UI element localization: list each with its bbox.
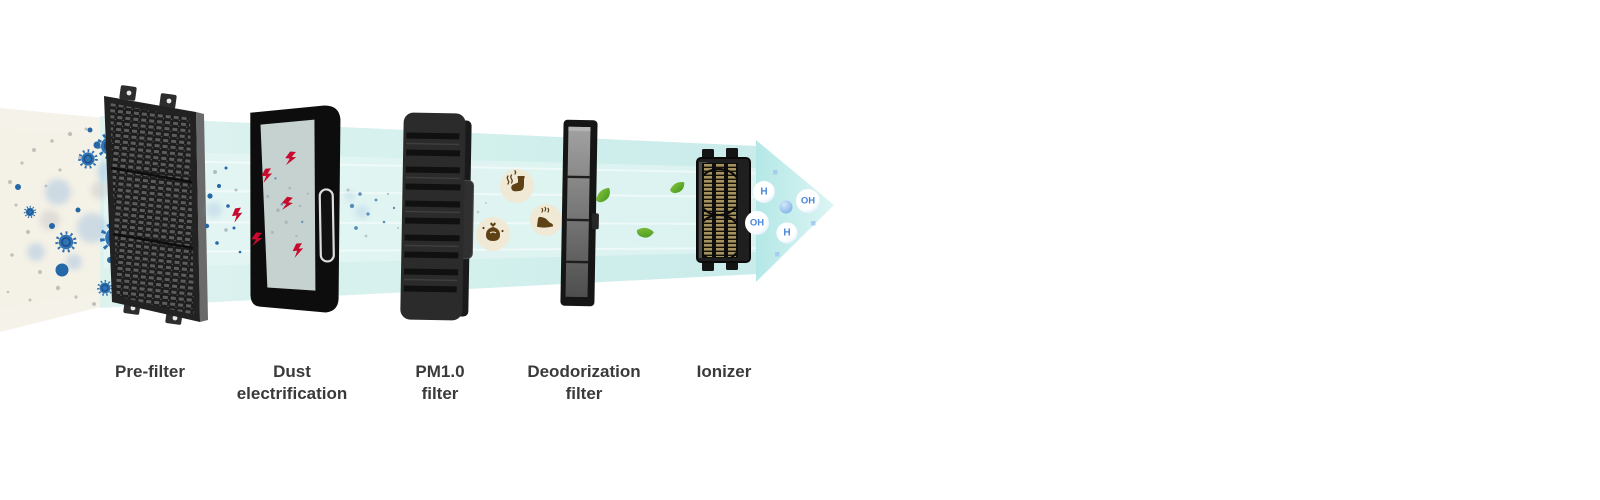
odor-icons <box>476 169 562 251</box>
ion-sphere-icon <box>779 200 793 214</box>
hydroxyl-molecule-badge: OH <box>796 189 820 213</box>
hydrogen-molecule-badge: H <box>753 181 775 203</box>
hydroxyl-molecule-badge: OH <box>745 211 769 235</box>
stage-label-deodorization-filter: Deodorization filter <box>527 362 641 403</box>
ion-dot-icon <box>773 170 778 175</box>
charged-dust-particles <box>204 166 242 254</box>
ionizer-graphic <box>696 148 751 271</box>
pm1-filter-graphic <box>400 112 475 321</box>
fine-dust-particles <box>345 188 413 238</box>
airflow-arrow-icon <box>756 140 834 282</box>
ion-dot-icon <box>811 221 816 226</box>
svg-text:OH: OH <box>750 218 764 229</box>
hydrogen-molecule-badge: H <box>776 222 798 244</box>
deodorization-filter-graphic <box>560 119 599 307</box>
ion-molecules: H OH OH H <box>745 170 820 257</box>
stage-label-pm1-filter: PM1.0 filter <box>415 362 465 403</box>
ion-dot-icon <box>775 252 780 257</box>
stage-label-dust-electrification: Dust electrification <box>236 362 348 403</box>
garbage-bag-odor-icon <box>476 217 510 251</box>
sock-odor-icon <box>500 169 534 203</box>
svg-text:H: H <box>760 187 767 198</box>
shoe-odor-icon <box>530 204 562 236</box>
stage-label-pre-filter: Pre-filter <box>115 362 185 381</box>
stage-label-ionizer: Ionizer <box>696 362 752 381</box>
pre-filter-graphic <box>104 85 208 325</box>
svg-text:OH: OH <box>801 196 815 207</box>
svg-text:H: H <box>783 228 790 239</box>
filtration-scene: H OH OH H <box>0 85 834 332</box>
dust-electrification-graphic <box>250 105 341 313</box>
